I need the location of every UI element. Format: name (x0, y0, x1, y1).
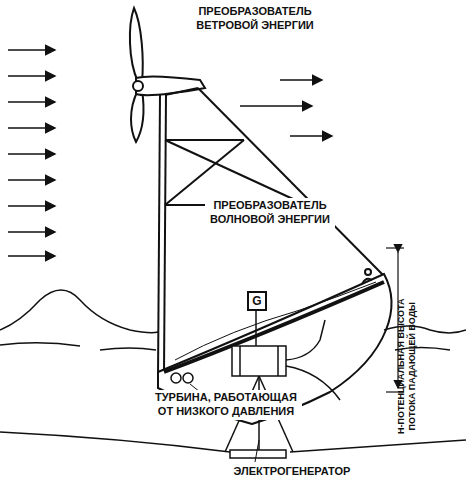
sea-surface (0, 290, 466, 350)
part-label: ПРЕОБРАЗОВАТЕЛЬ ВЕТРОВОЙ ЭНЕРГИИ (185, 4, 325, 34)
part-label: ПРЕОБРАЗОВАТЕЛЬ ВОЛНОВОЙ ЭНЕРГИИ (205, 198, 335, 228)
dimension-label: Н-ПОТЕНЦИАЛЬНАЯ ВЫСОТА ПОТОКА ПАДАЮЩЕЙ В… (395, 279, 420, 454)
part-label: ТУРБИНА, РАБОТАЮЩАЯ ОТ НИЗКОГО ДАВЛЕНИЯ (150, 390, 302, 420)
low-pressure-turbine (171, 373, 193, 383)
sea-bed (0, 432, 466, 452)
generator-symbol: G (252, 294, 261, 308)
part-label: ЭЛЕКТРОГЕНЕРАТОР (222, 464, 362, 480)
generator-box: G (247, 291, 267, 311)
generator-assembly (225, 310, 340, 458)
